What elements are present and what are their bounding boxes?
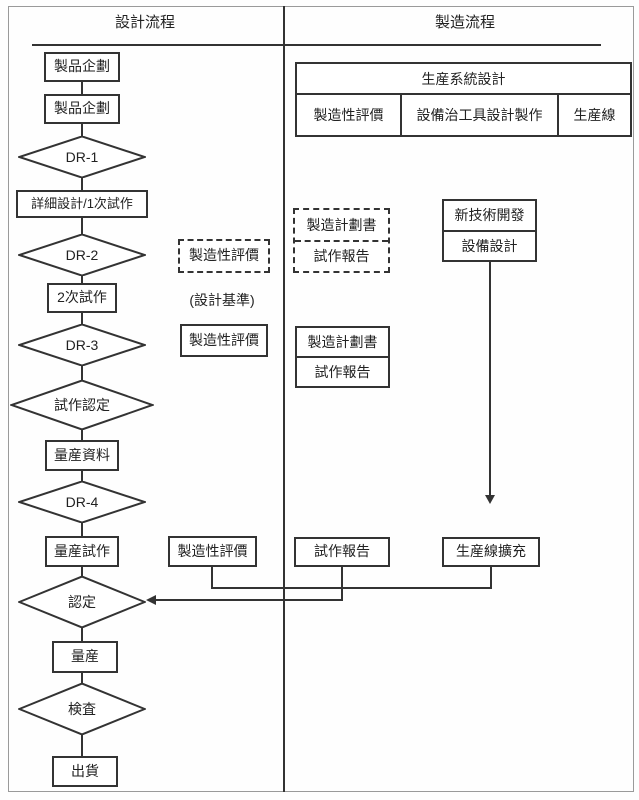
- flow-connector: [81, 218, 83, 234]
- manufacturability-eval-dashed-box: 製造性評價: [178, 239, 270, 273]
- node-label: DR-3: [65, 337, 99, 353]
- cell-label: 製造計劃書: [306, 216, 377, 233]
- node-dr3-diamond: DR-3: [18, 324, 146, 366]
- flow-connector: [81, 471, 83, 481]
- trial-report-descender-line: [341, 566, 343, 601]
- equipment-design-down-line: [489, 262, 491, 495]
- design-basis-note: (設計基準): [189, 292, 255, 308]
- node-label: 量産資料: [54, 446, 110, 463]
- manufacturing-flow-header: 製造流程: [434, 14, 495, 31]
- node-label: 量産: [71, 648, 99, 665]
- node-label: DR-4: [65, 494, 99, 510]
- node-label: 2次試作: [57, 289, 107, 306]
- box-label: 製造性評價: [189, 247, 259, 264]
- flow-connector: [81, 82, 83, 94]
- box-label: 製造性評價: [189, 331, 259, 348]
- table-cell: 製造性評價: [313, 107, 384, 123]
- production-system-row: 製造性評價 設備治工具設計製作 生産線: [297, 93, 630, 135]
- outer-frame: [8, 6, 634, 792]
- box-label: 生産線擴充: [456, 543, 526, 560]
- trial-report-box: 試作報告: [294, 537, 390, 567]
- node-mass-production-data: 量産資料: [45, 440, 119, 471]
- production-line-expansion-box: 生産線擴充: [442, 537, 540, 567]
- cell-label: 新技術開發: [454, 207, 525, 224]
- flow-connector: [81, 124, 83, 136]
- line-expansion-descender-line: [490, 566, 492, 589]
- node-label: 試作認定: [54, 397, 110, 413]
- node-label: 量産試作: [54, 542, 110, 559]
- arrowhead-left-icon: [146, 595, 156, 605]
- node-dr1-diamond: DR-1: [18, 136, 146, 178]
- node-detail-design-trial1: 詳細設計/1次試作: [16, 190, 148, 218]
- new-tech-development-box: 新技術開發 設備設計: [442, 199, 537, 262]
- manufacturability-eval-dr3-box: 製造性評價: [180, 324, 268, 357]
- production-system-title: 生産系統設計: [421, 70, 506, 87]
- node-approval-diamond: 認定: [18, 576, 146, 628]
- header-underline: [32, 44, 601, 46]
- box-label: 試作報告: [314, 543, 370, 560]
- approval-arrow-line: [155, 599, 343, 601]
- node-label: DR-1: [65, 149, 99, 165]
- node-label: 詳細設計/1次試作: [31, 195, 133, 211]
- table-cell: 生産線: [557, 95, 630, 135]
- node-inspection-diamond: 検査: [18, 683, 146, 735]
- node-label: DR-2: [65, 247, 99, 263]
- flow-connector: [81, 366, 83, 380]
- cell-label: 製造計劃書: [307, 334, 378, 350]
- node-label: 製品企劃: [54, 58, 110, 75]
- flow-connector: [81, 673, 83, 683]
- manufacturability-eval-pilot-box: 製造性評價: [168, 536, 257, 567]
- flow-connector: [81, 523, 83, 536]
- node-label: 製品企劃: [54, 100, 110, 117]
- node-label: 検査: [68, 701, 96, 717]
- node-shipment: 出貨: [52, 756, 118, 787]
- box-label: 製造性評價: [177, 542, 248, 559]
- design-flow-header: 設計流程: [114, 14, 175, 31]
- flow-connector: [81, 567, 83, 576]
- node-trial2: 2次試作: [47, 283, 117, 313]
- node-label: 認定: [68, 594, 96, 610]
- flow-connector: [81, 628, 83, 641]
- node-mass-production: 量産: [52, 641, 118, 673]
- table-cell: 設備治工具設計製作: [400, 95, 557, 135]
- cell-label: 試作報告: [297, 356, 388, 386]
- arrowhead-down-icon: [485, 495, 495, 504]
- node-dr4-diamond: DR-4: [18, 481, 146, 523]
- manufacturing-docs-dashed-box: 製造計劃書 試作報告: [293, 208, 390, 273]
- node-label: 出貨: [71, 762, 99, 779]
- node-product-planning-2: 製品企劃: [44, 94, 120, 124]
- merge-line-upper: [211, 587, 492, 589]
- cell-label: 設備設計: [444, 229, 535, 261]
- flow-connector: [81, 276, 83, 283]
- cell-label: 試作報告: [295, 239, 388, 272]
- eval-pilot-descender-line: [211, 566, 213, 589]
- node-product-planning-1: 製品企劃: [44, 52, 120, 82]
- flow-connector: [81, 735, 83, 756]
- node-dr2-diamond: DR-2: [18, 234, 146, 276]
- flow-connector: [81, 178, 83, 190]
- node-trial-approval-diamond: 試作認定: [10, 380, 154, 430]
- flow-connector: [81, 430, 83, 440]
- column-divider: [283, 6, 285, 792]
- production-system-table: 生産系統設計 製造性評價 設備治工具設計製作 生産線: [295, 62, 632, 137]
- manufacturing-docs-solid-box: 製造計劃書 試作報告: [295, 326, 390, 388]
- flow-connector: [81, 313, 83, 324]
- node-mass-production-trial: 量産試作: [45, 536, 119, 567]
